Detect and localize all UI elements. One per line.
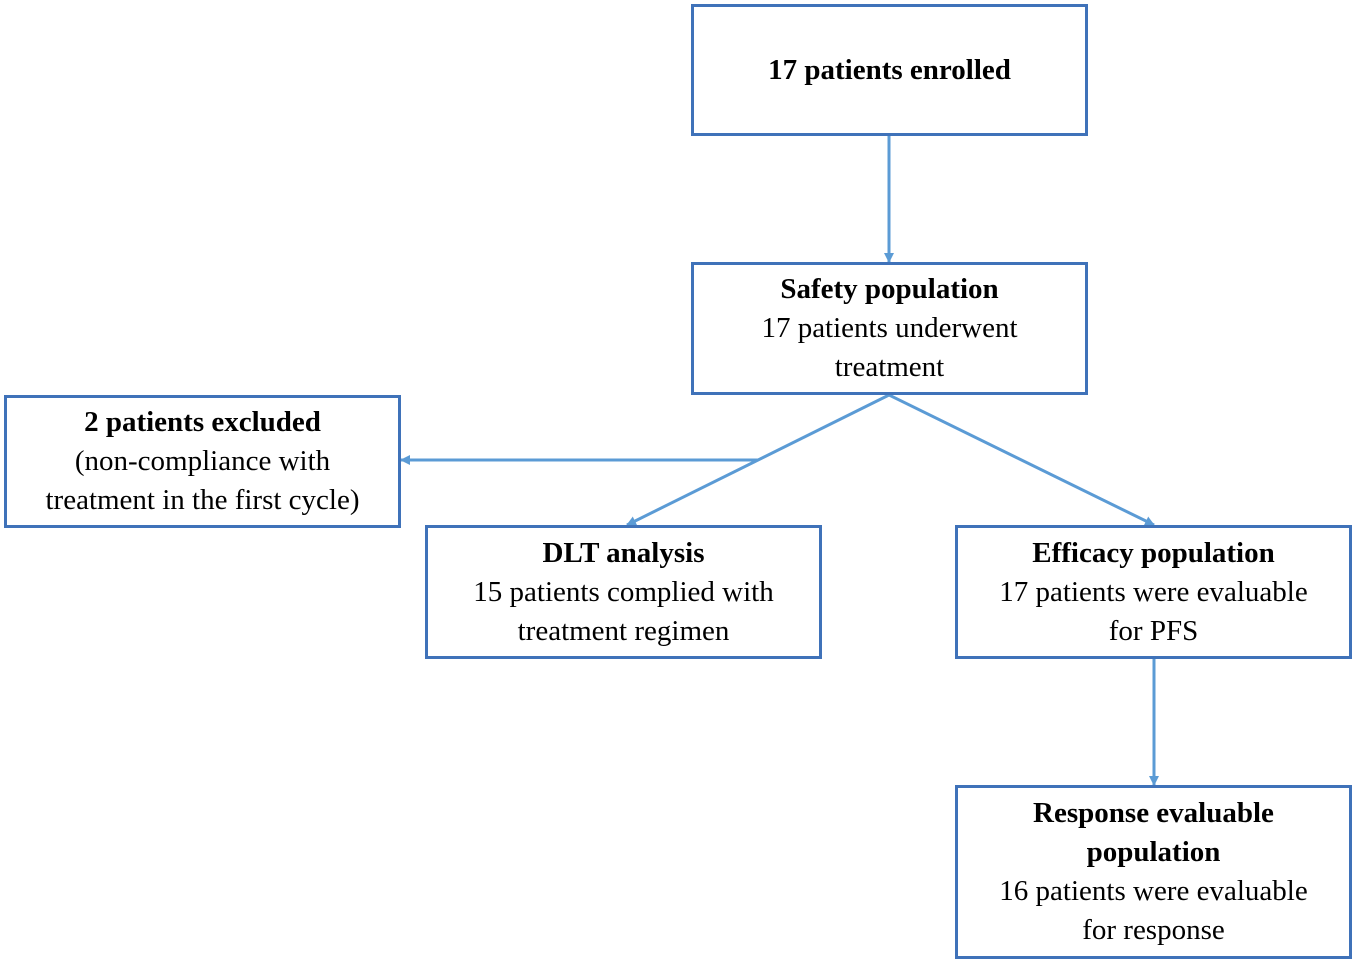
excluded-title: 2 patients excluded [84, 406, 321, 438]
dlt-analysis-title: DLT analysis [542, 536, 705, 569]
dlt-analysis-text: 15 patients complied with treatment regi… [473, 575, 774, 647]
response-evaluable-text: 16 patients were evaluable for response [999, 875, 1308, 946]
dlt-analysis-box: DLT analysis 15 patients complied with t… [425, 525, 822, 659]
excluded-text: (non-compliance with treatment in the fi… [45, 445, 360, 516]
enrolled-title: 17 patients enrolled [768, 53, 1011, 86]
arrow-safety-to-efficacy [888, 393, 1155, 527]
safety-population-title: Safety population [780, 273, 999, 305]
excluded-box: 2 patients excluded (non-compliance with… [4, 395, 401, 528]
enrolled-box: 17 patients enrolled [691, 4, 1088, 136]
response-evaluable-box: Response evaluable population 16 patient… [955, 785, 1352, 959]
efficacy-population-text: 17 patients were evaluable for PFS [999, 575, 1308, 647]
safety-population-text: 17 patients underwent treatment [761, 312, 1018, 383]
safety-population-box: Safety population 17 patients underwent … [691, 262, 1088, 395]
efficacy-population-title: Efficacy population [1032, 536, 1275, 569]
efficacy-population-box: Efficacy population 17 patients were eva… [955, 525, 1352, 659]
response-evaluable-title: Response evaluable population [1033, 797, 1274, 868]
